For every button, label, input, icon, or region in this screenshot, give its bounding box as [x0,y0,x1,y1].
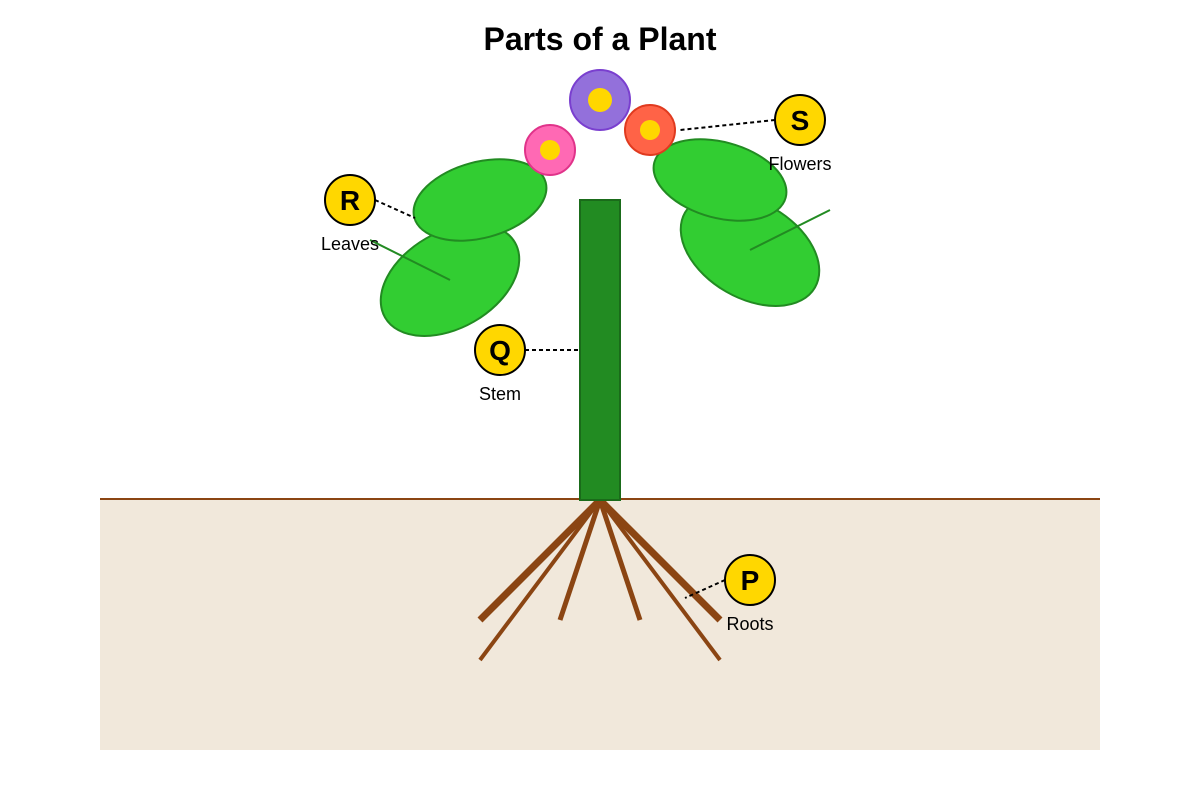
marker-badge [724,554,776,606]
leader-lines [374,119,776,599]
marker-caption: Leaves [321,234,379,254]
marker-letter: P [741,565,760,596]
flower-center [640,120,660,140]
marker-caption: Stem [479,384,521,404]
flower-purple [569,69,631,131]
diagram-title: Parts of a Plant [484,21,717,57]
marker-leaves: R Leaves [321,174,379,254]
marker-letter: Q [489,335,511,366]
root-strand [597,497,723,623]
root-strand [557,499,603,621]
flower-center [588,88,612,112]
leader-line-leaves [374,199,416,219]
root-strand [477,497,603,623]
marker-roots: P Roots [724,554,776,634]
marker-flowers: S Flowers [768,94,832,174]
marker-badge [474,324,526,376]
marker-caption: Roots [726,614,773,634]
leaves [369,138,831,337]
root-strand [598,498,722,662]
marker-badge [774,94,826,146]
root-strand [478,498,602,662]
flower-center [540,140,560,160]
marker-letter: R [340,185,360,216]
leaf-vein-right [749,209,831,251]
soil [100,500,1100,750]
root-strand [597,499,643,621]
leader-line-flowers [679,119,776,131]
marker-letter: S [791,105,810,136]
marker-caption: Flowers [768,154,831,174]
flower-red [624,104,676,156]
flower-pink [524,124,576,176]
leader-line-roots [684,579,726,599]
roots [477,497,723,662]
marker-badge [324,174,376,226]
marker-stem: Q Stem [474,324,526,404]
stem [579,199,621,501]
leaf-right-upper [652,138,788,222]
leaf-vein-left [369,239,451,281]
